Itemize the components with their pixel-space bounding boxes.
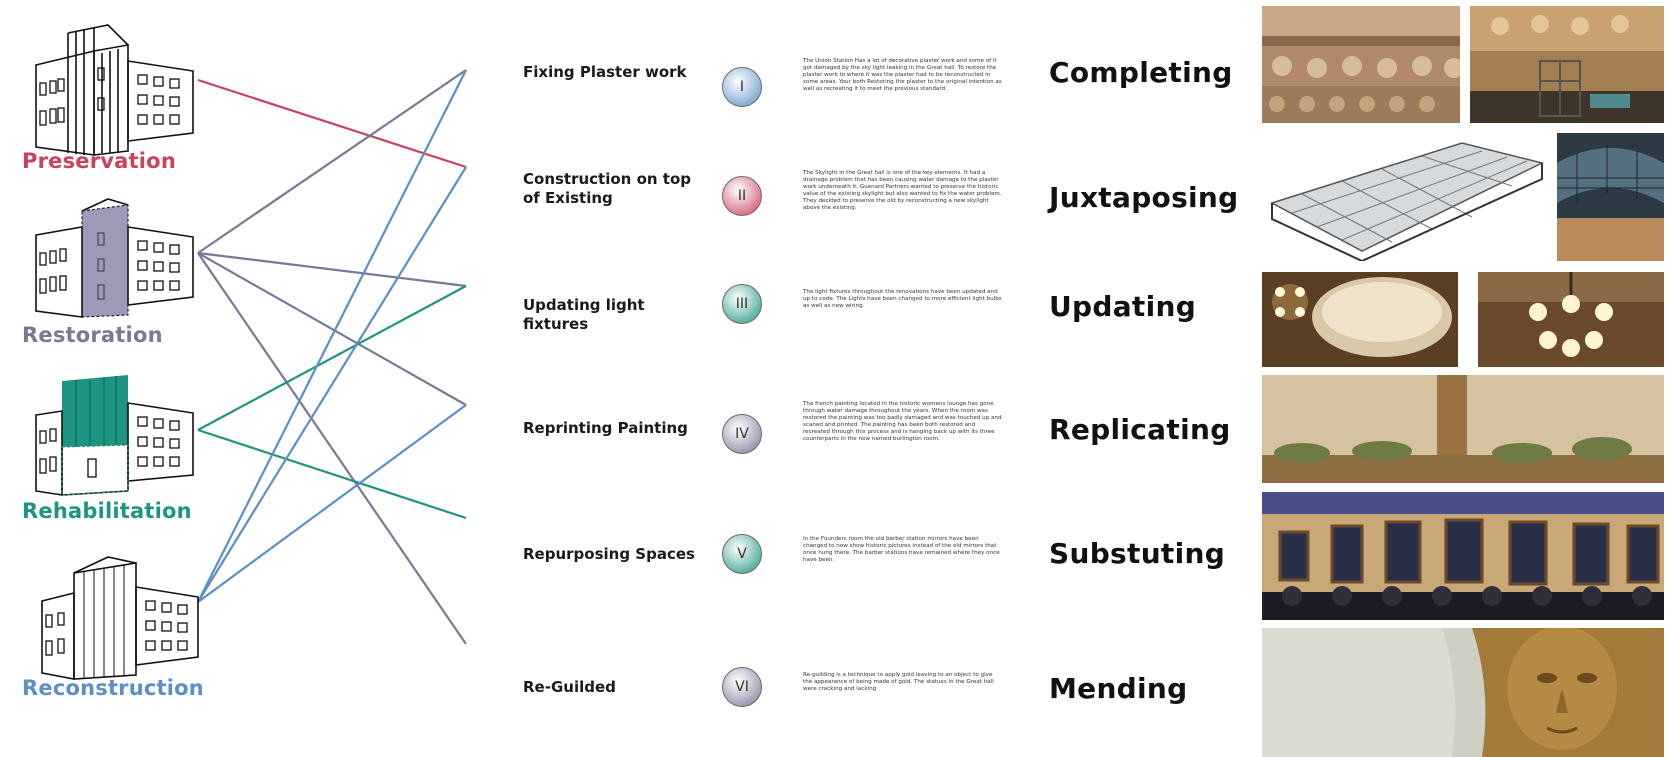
- description-repurposing-spaces: In the Founders room the old barber stat…: [803, 536, 1000, 563]
- verb-juxtaposing: Juxtaposing: [1049, 181, 1239, 214]
- connection-line-restoration-4: [197, 252, 467, 406]
- numeral-badge-vi: VI: [722, 667, 762, 707]
- connection-line-restoration-3: [197, 251, 467, 288]
- verb-mending: Mending: [1049, 672, 1188, 705]
- restoration-building-illustration: [35, 198, 194, 318]
- restoration-label: Restoration: [22, 323, 163, 347]
- preservation-building-illustration: [35, 24, 194, 156]
- verb-replicating: Replicating: [1049, 413, 1231, 446]
- numeral-badge-i: I: [722, 67, 762, 107]
- connection-line-reconstruction-1: [197, 69, 467, 603]
- description-updating-light: The light fixtures throughout the renova…: [803, 289, 1002, 309]
- reconstruction-label: Reconstruction: [22, 676, 204, 700]
- connection-line-preservation-2: [197, 78, 467, 169]
- connection-line-restoration-1: [197, 69, 467, 254]
- action-title-updating-light: Updating light fixtures: [523, 296, 645, 333]
- description-construction-on-top: The Skylight in the Great hall is one of…: [803, 170, 1002, 211]
- connection-line-reconstruction-2: [197, 166, 467, 603]
- rehabilitation-building-illustration: [35, 375, 194, 496]
- action-title-fixing-plaster: Fixing Plaster work: [523, 63, 687, 81]
- description-fixing-plaster: The Union Station Has a lot of decorativ…: [803, 58, 1002, 92]
- numeral-badge-iv: IV: [722, 414, 762, 454]
- photo-scaffolding-hall: [1470, 6, 1664, 123]
- verb-updating: Updating: [1049, 290, 1197, 323]
- photo-chandelier: [1478, 272, 1664, 367]
- photo-light-fixture-bowl: [1262, 272, 1458, 367]
- connection-line-rehabilitation-3: [197, 285, 467, 431]
- reconstruction-building-illustration: [41, 556, 199, 680]
- preservation-label: Preservation: [22, 149, 176, 173]
- photo-reprinted-painting: [1262, 375, 1664, 483]
- numeral-badge-v: V: [722, 534, 762, 574]
- connection-line-restoration-6: [197, 252, 467, 645]
- verb-substuting: Substuting: [1049, 537, 1226, 570]
- action-title-repurposing-spaces: Repurposing Spaces: [523, 545, 695, 563]
- action-title-reprinting-painting: Reprinting Painting: [523, 419, 688, 437]
- photo-plaster-ceiling: [1262, 6, 1460, 123]
- numeral-badge-ii: II: [722, 176, 762, 216]
- verb-completing: Completing: [1049, 56, 1233, 89]
- numeral-badge-iii: III: [722, 284, 762, 324]
- photo-founders-room: [1262, 492, 1664, 620]
- rehabilitation-label: Rehabilitation: [22, 499, 192, 523]
- connection-line-rehabilitation-5: [197, 428, 467, 520]
- connection-line-reconstruction-4: [197, 404, 467, 603]
- action-title-construction-on-top: Construction on top of Existing: [523, 170, 691, 207]
- action-title-re-guilded: Re-Guilded: [523, 678, 616, 696]
- photo-skylight-model: [1262, 133, 1550, 261]
- description-re-guilded: Re-guilding is a technique to apply gold…: [803, 672, 994, 692]
- photo-gilded-statue: [1262, 628, 1664, 757]
- photo-skylight-interior: [1557, 133, 1664, 261]
- description-reprinting-painting: The french painting located in the histo…: [803, 401, 1002, 442]
